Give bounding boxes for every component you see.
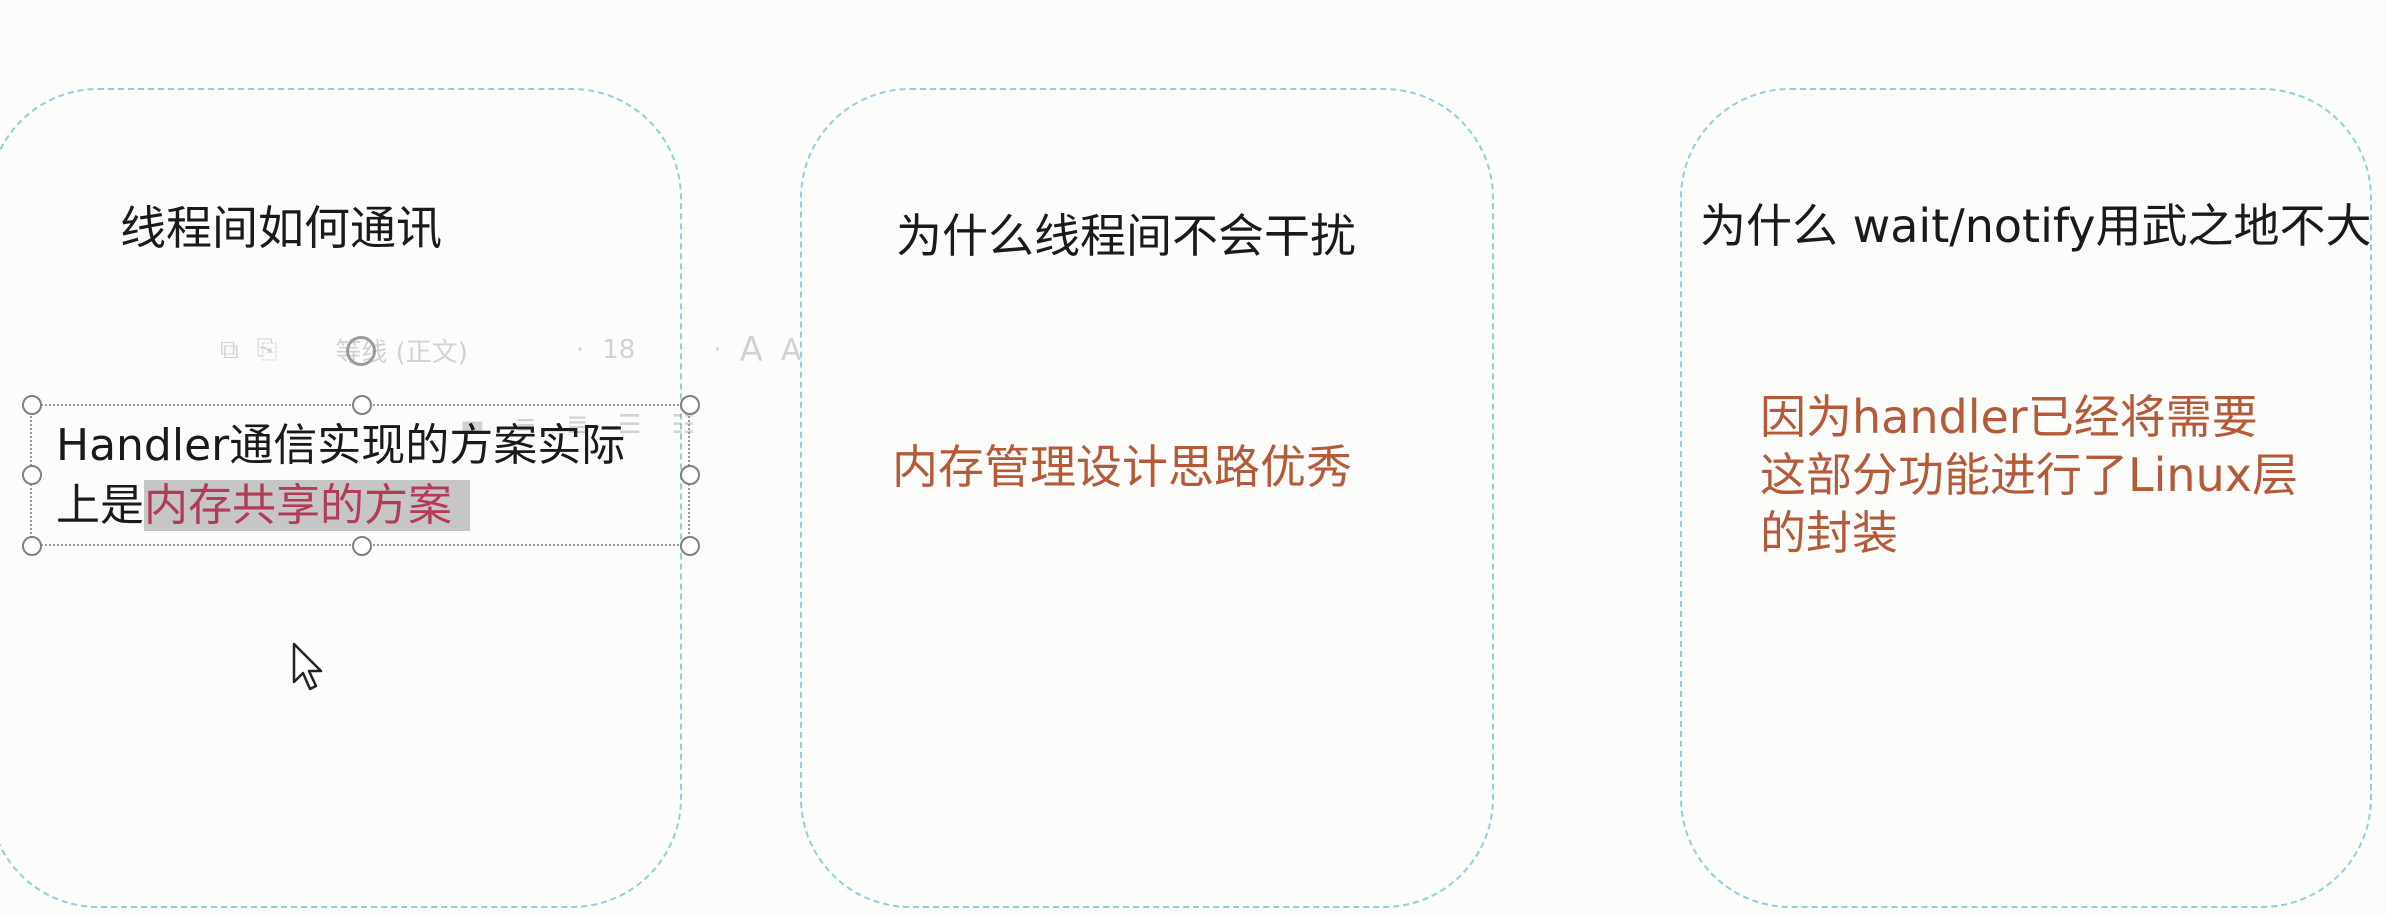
card-1-title: 线程间如何通讯	[120, 201, 442, 255]
card-2-title: 为什么线程间不会干扰	[896, 209, 1356, 263]
resize-handle-bottom-middle[interactable]	[352, 536, 372, 556]
paste-format-icon[interactable]: ⎘	[256, 334, 278, 365]
card-thread-communication	[0, 88, 682, 908]
card-3-answer: 因为handler已经将需要这部分功能进行了Linux层的封装	[1760, 390, 2298, 560]
font-size-dropdown[interactable]: 18	[602, 335, 636, 365]
mouse-pointer-icon	[292, 642, 323, 691]
card-thread-isolation	[800, 88, 1494, 908]
textbox-plain-text: Handler通信实现的方案实际上是	[56, 420, 626, 531]
card-wait-notify	[1680, 88, 2372, 908]
bullet-list-icon[interactable]: ☰	[618, 410, 642, 440]
card-3-title: 为什么 wait/notify用武之地不大	[1700, 199, 2372, 253]
card-2-answer: 内存管理设计思路优秀	[892, 440, 1352, 494]
align-center-icon[interactable]: ≣	[566, 410, 589, 440]
resize-handle-top-left[interactable]	[22, 395, 42, 415]
resize-handle-bottom-left[interactable]	[22, 536, 42, 556]
rotate-handle-icon[interactable]	[346, 336, 376, 366]
textbox-content[interactable]: Handler通信实现的方案实际上是内存共享的方案	[56, 416, 656, 536]
copy-format-icon[interactable]: ⧉	[220, 334, 239, 365]
grow-font-button[interactable]: A	[739, 330, 763, 370]
resize-handle-top-right[interactable]	[680, 395, 700, 415]
align-left-icon[interactable]: ≡	[514, 410, 537, 440]
shrink-font-button[interactable]: A	[780, 332, 802, 368]
resize-handle-mid-left[interactable]	[22, 465, 42, 485]
bold-icon[interactable]: ▬	[460, 410, 485, 440]
resize-handle-top-middle[interactable]	[352, 395, 372, 415]
resize-handle-bottom-right[interactable]	[680, 536, 700, 556]
resize-handle-mid-right[interactable]	[680, 465, 700, 485]
textbox-highlighted-text: 内存共享的方案	[144, 480, 470, 531]
